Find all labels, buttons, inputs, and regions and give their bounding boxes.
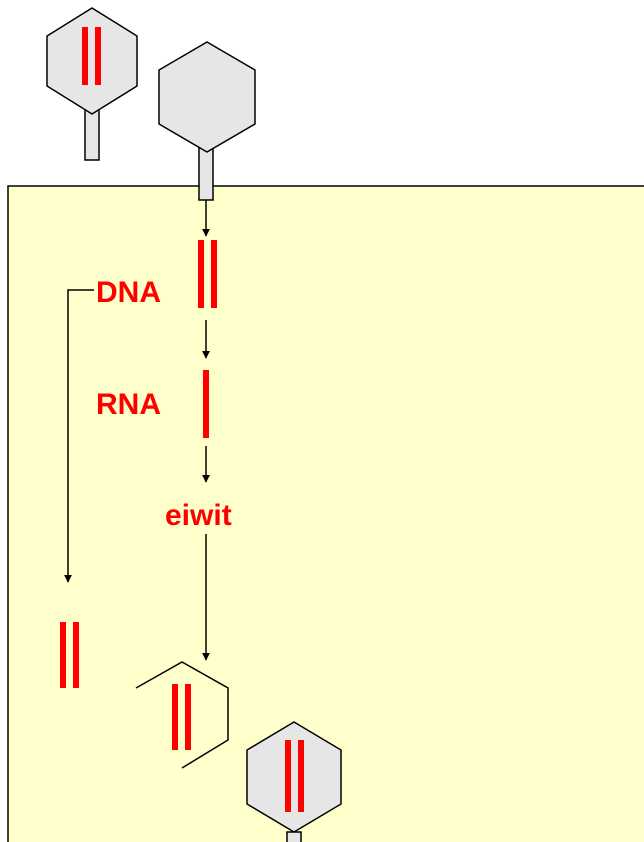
virus-dna-icon [82,27,101,85]
dna-double-strand-icon [198,240,217,308]
rna-label: RNA [96,388,161,421]
rna-single-strand-icon [203,370,209,438]
attached-virus [158,41,256,201]
free-virus [46,7,138,161]
dna-label: DNA [96,276,161,309]
host-cell [7,185,644,842]
attached-virus-capsid [158,41,256,153]
assembling-dna-icon [172,684,191,750]
protein-label: eiwit [165,499,232,532]
partial-capsid [135,661,229,769]
assembling-virus [135,661,229,769]
new-virus [246,721,342,842]
new-virus-dna-icon [285,740,304,812]
new-virus-tail [286,831,302,842]
replicated-dna-icon [60,622,79,688]
virus-capsid [46,7,138,115]
dna-replication-branch [64,289,94,583]
